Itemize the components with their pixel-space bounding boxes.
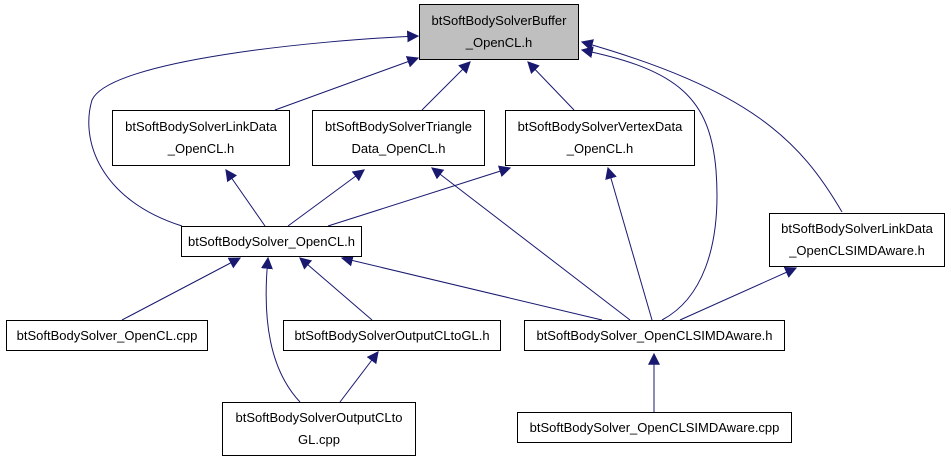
node-linkdata-line2: _OpenCL.h	[167, 141, 235, 156]
node-simdawarecpp-file[interactable]: btSoftBodySolver_OpenCLSIMDAware.cpp	[517, 412, 792, 443]
edge-outputglcpp-to-solver	[260, 256, 301, 403]
node-vertexdata-header[interactable]: btSoftBodySolverVertexData _OpenCL.h	[505, 110, 695, 166]
node-linkdata-header[interactable]: btSoftBodySolverLinkData _OpenCL.h	[112, 110, 290, 166]
node-buffer-line1: btSoftBodySolverBuffer	[431, 13, 567, 28]
node-buffer-line2: _OpenCL.h	[465, 35, 533, 50]
edge-linkdata-to-buffer	[274, 56, 420, 111]
node-outputgl-header[interactable]: btSoftBodySolverOutputCLtoGL.h	[283, 320, 501, 351]
edge-simdaware-to-buffer	[580, 46, 718, 321]
node-solvercpp-line1: btSoftBodySolver_OpenCL.cpp	[16, 327, 198, 343]
node-buffer-header: btSoftBodySolverBuffer _OpenCL.h	[419, 4, 579, 60]
edge-solver-to-triangle	[287, 169, 365, 227]
node-simdawarecpp-line1: btSoftBodySolver_OpenCLSIMDAware.cpp	[529, 419, 780, 435]
node-triangle-header[interactable]: btSoftBodySolverTriangle Data_OpenCL.h	[312, 110, 485, 166]
edge-simdaware-to-vertexdata	[605, 166, 653, 321]
node-vertexdata-line2: _OpenCL.h	[566, 141, 634, 156]
edge-solver-to-linkdata	[225, 169, 266, 227]
node-triangle-line2: Data_OpenCL.h	[351, 141, 446, 156]
node-simdaware-header[interactable]: btSoftBodySolver_OpenCLSIMDAware.h	[524, 320, 785, 351]
node-outputglcpp-file[interactable]: btSoftBodySolverOutputCLto GL.cpp	[222, 402, 416, 456]
node-outputglcpp-line2: GL.cpp	[298, 432, 340, 447]
node-simdaware-line1: btSoftBodySolver_OpenCLSIMDAware.h	[536, 327, 773, 343]
node-solver-line1: btSoftBodySolver_OpenCL.h	[188, 233, 355, 249]
node-solvercpp-file[interactable]: btSoftBodySolver_OpenCL.cpp	[6, 320, 208, 351]
node-linkdata-line1: btSoftBodySolverLinkData	[125, 119, 277, 134]
node-outputgl-line1: btSoftBodySolverOutputCLtoGL.h	[294, 327, 490, 343]
edge-simdaware-to-solver	[340, 254, 603, 321]
node-triangle-line1: btSoftBodySolverTriangle	[325, 119, 472, 134]
edge-solvercpp-to-solver	[121, 257, 242, 321]
node-linksimd-line2: _OpenCLSIMDAware.h	[789, 243, 925, 258]
edge-simdaware-to-triangle	[431, 167, 631, 321]
edge-linksimd-to-buffer	[580, 39, 843, 213]
node-linksimd-line1: btSoftBodySolverLinkData	[781, 221, 933, 236]
edge-solver-to-vertexdata	[327, 165, 512, 227]
edge-simdaware-to-linksimd	[679, 266, 798, 321]
edge-triangle-to-buffer	[421, 61, 471, 111]
edge-outputglcpp-to-outputgl	[339, 351, 379, 403]
edge-vertexdata-to-buffer	[527, 61, 575, 111]
node-linksimd-header[interactable]: btSoftBodySolverLinkData _OpenCLSIMDAwar…	[769, 213, 945, 267]
node-outputglcpp-line1: btSoftBodySolverOutputCLto	[235, 410, 403, 425]
edge-solver-to-buffer	[88, 30, 420, 227]
edge-outputgl-to-solver	[299, 257, 373, 321]
node-vertexdata-line1: btSoftBodySolverVertexData	[517, 119, 683, 134]
node-solver-header[interactable]: btSoftBodySolver_OpenCL.h	[181, 226, 362, 257]
